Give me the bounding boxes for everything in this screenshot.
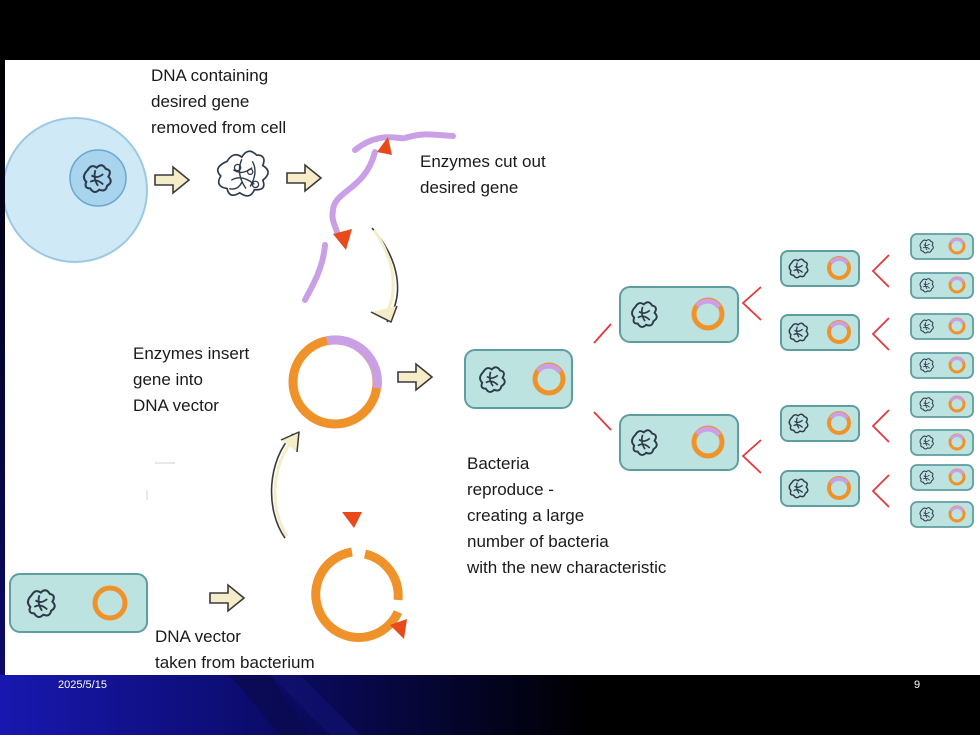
open-plasmid (311, 547, 403, 642)
slide-left-band (0, 60, 5, 675)
label-enzymes-cut: Enzymes cut out desired gene (420, 152, 546, 197)
arrow-to-extracted-dna (154, 166, 190, 194)
bacterium-gen3 (780, 250, 860, 287)
bacterium-gen4 (910, 233, 974, 260)
bacterium-gen4 (910, 272, 974, 299)
reproduction-lines (593, 254, 890, 508)
arrow-to-cut-gene (286, 164, 322, 192)
bacterium-gen3 (780, 405, 860, 442)
curved-arrow-up (270, 433, 294, 539)
enzyme-cut-bottom (333, 229, 352, 250)
label-enzymes-insert: Enzymes insert gene into DNA vector (133, 344, 250, 415)
bacterium-gen4 (910, 391, 974, 418)
label-dna-vector: DNA vector taken from bacterium (155, 627, 315, 672)
cloning-diagram (5, 117, 974, 642)
source-bacterium (9, 573, 148, 633)
footer-date: 2025/5/15 (58, 679, 107, 691)
bacterium-gen2 (619, 286, 739, 343)
slide-top-band (0, 0, 980, 60)
extracted-dna (216, 150, 269, 197)
decorative-stripe (230, 675, 360, 735)
label-bacteria-reproduce: Bacteria reproduce - creating a large nu… (467, 454, 667, 577)
slide-bottom-band (0, 675, 980, 735)
dna-strand-cut (302, 131, 456, 303)
recombinant-bacterium (464, 349, 573, 409)
recombinant-plasmid (288, 335, 382, 429)
bacterium-gen4 (910, 313, 974, 340)
label-dna-containing: DNA containing desired gene removed from… (151, 66, 287, 137)
bacterium-gen4 (910, 501, 974, 528)
arrow-to-bacterium (397, 363, 433, 391)
bacterium-gen3 (780, 470, 860, 507)
animal-cell (5, 117, 148, 263)
enzyme-open-top (342, 512, 362, 528)
page-number: 9 (914, 679, 921, 691)
diagram-panel: DNA containing desired gene removed from… (5, 60, 980, 675)
bacterium-gen2 (619, 414, 739, 471)
enzyme-open-bottom (390, 619, 407, 639)
arrow-to-open-plasmid (209, 584, 245, 612)
bacterium-gen4 (910, 464, 974, 491)
enzyme-cut-top (377, 137, 392, 155)
bacterium-gen4 (910, 429, 974, 456)
bacterium-gen4-group (910, 233, 974, 528)
bacterium-gen3 (780, 314, 860, 351)
bacterium-gen4 (910, 352, 974, 379)
